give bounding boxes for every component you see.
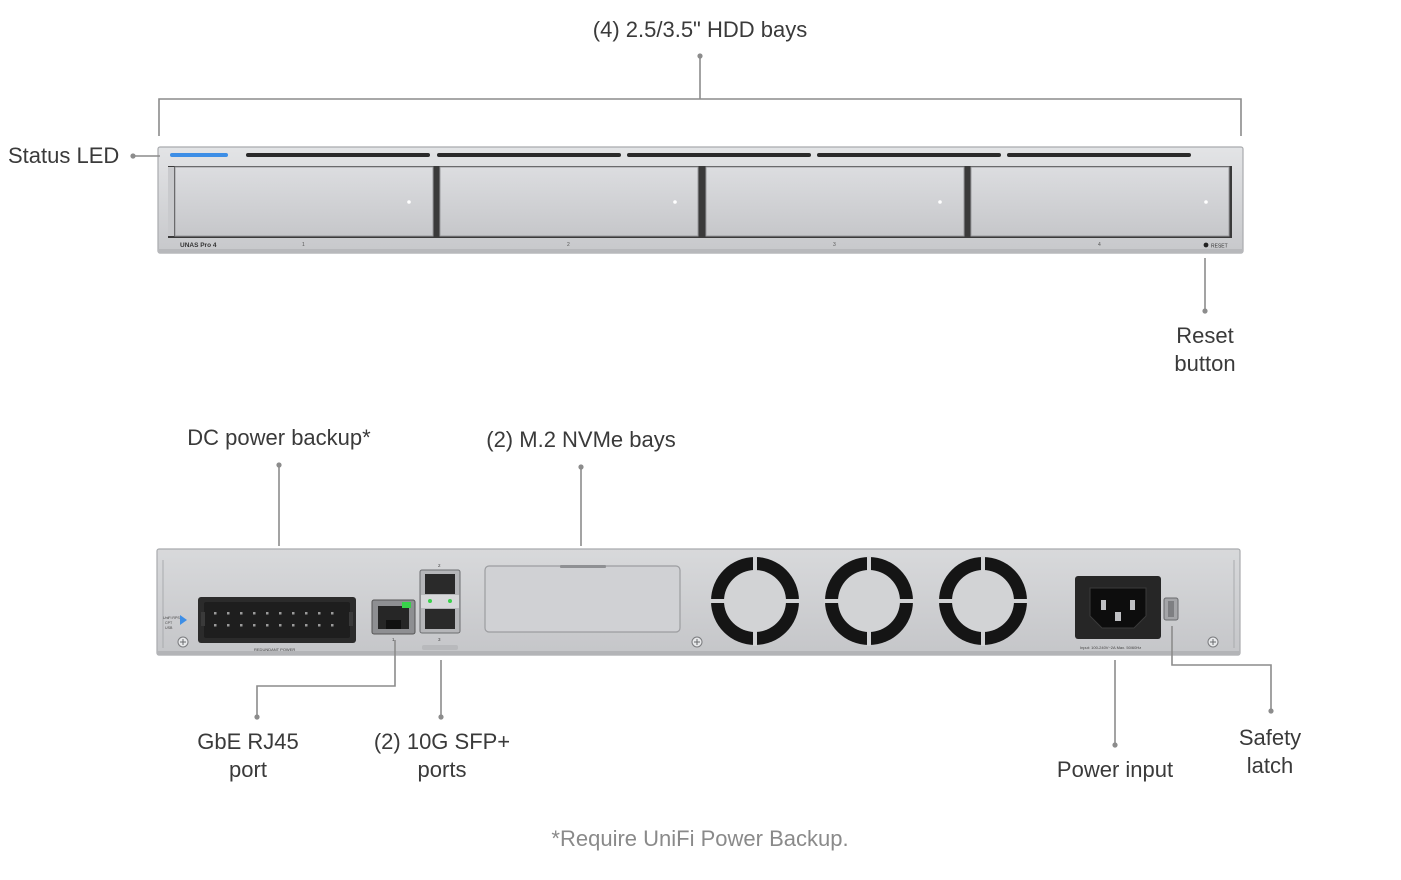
connector-pin	[253, 624, 256, 627]
power-spec-label: Input: 100-240V~2A Max. 50/60Hz	[1080, 645, 1141, 650]
dc-power-backup-callout: DC power backup*	[187, 425, 371, 450]
gbe-rj45-callout-line-2: port	[229, 757, 267, 782]
sfp-ports-callout-line-1: (2) 10G SFP+	[373, 729, 511, 754]
sfp-number-2: 2	[438, 563, 441, 568]
redundant-power-port[interactable]	[198, 597, 356, 643]
connector-pin	[305, 624, 308, 627]
m2-bay-cover[interactable]	[484, 565, 681, 633]
connector-pin	[214, 612, 217, 615]
rj45-port[interactable]	[371, 599, 416, 635]
bay-number-4: 4	[1098, 242, 1101, 248]
model-label: UNAS Pro 4	[180, 242, 217, 249]
rear-leader-dots	[254, 462, 1274, 748]
reset-button[interactable]	[1203, 242, 1209, 248]
status-led-leader	[130, 153, 160, 159]
drive-tray-4[interactable]	[970, 166, 1230, 237]
hdd-bays-callout: (4) 2.5/3.5" HDD bays	[592, 17, 808, 42]
connector-pin	[279, 624, 282, 627]
connector-pin	[292, 612, 295, 615]
m2-bays-callout: (2) M.2 NVMe bays	[486, 427, 676, 452]
fan-1	[710, 556, 800, 646]
mini-status-rps: UniFi RPS	[163, 616, 180, 620]
rear-panel: UniFi RPS CPT USB REDUNDANT POWER	[156, 548, 1241, 656]
front-panel: UNAS Pro 4 1 2 3 4 RESET	[157, 146, 1244, 254]
rj45-port-number: 1	[392, 637, 395, 642]
drive-trays	[168, 166, 1232, 238]
safety-latch-callout: Safety latch	[1239, 724, 1301, 780]
fan-2	[824, 556, 914, 646]
bay-number-2: 2	[567, 242, 570, 248]
power-input-callout: Power input	[1056, 757, 1174, 782]
sfp-port-2[interactable]	[425, 574, 455, 594]
front-vent-slots	[246, 153, 1191, 157]
gbe-rj45-callout: GbE RJ45 port	[197, 728, 299, 784]
connector-pin	[331, 624, 334, 627]
connector-pin	[305, 612, 308, 615]
footnote: *Require UniFi Power Backup.	[551, 826, 849, 851]
safety-latch-callout-line-1: Safety	[1238, 725, 1302, 750]
power-inlet[interactable]	[1075, 576, 1161, 639]
cooling-fans	[710, 556, 1028, 646]
connector-pin	[227, 612, 230, 615]
reset-button-callout-line-2: button	[1174, 351, 1236, 376]
reset-label: RESET	[1211, 244, 1228, 250]
hdd-bays-leader	[158, 57, 1242, 136]
reset-button-callout-line-1: Reset	[1176, 323, 1234, 348]
bay-number-3: 3	[833, 242, 836, 248]
status-led-callout: Status LED	[8, 143, 120, 168]
sfp-port-3[interactable]	[425, 609, 455, 629]
connector-pin	[266, 624, 269, 627]
drive-tray-1[interactable]	[174, 166, 434, 237]
connector-pin	[253, 612, 256, 615]
connector-pin	[292, 624, 295, 627]
sfp-cage	[419, 569, 461, 650]
connector-pin	[266, 612, 269, 615]
connector-pin	[214, 624, 217, 627]
safety-latch[interactable]	[1163, 597, 1179, 621]
rear-leaders	[256, 466, 1272, 744]
sfp-ports-callout: (2) 10G SFP+ ports	[374, 728, 510, 784]
connector-pin	[318, 612, 321, 615]
gbe-rj45-callout-line-1: GbE RJ45	[197, 729, 299, 754]
bay-number-1: 1	[302, 242, 305, 248]
fan-3	[938, 556, 1028, 646]
mini-status-cpt: CPT	[165, 621, 173, 625]
sfp-number-3: 3	[438, 637, 441, 642]
reset-button-callout: Reset button	[1174, 322, 1235, 378]
mini-status-usb: USB	[165, 626, 173, 630]
status-led	[170, 153, 228, 157]
hdd-bays-leader-dot	[697, 53, 703, 59]
connector-pin	[279, 612, 282, 615]
drive-tray-2[interactable]	[439, 166, 699, 237]
connector-pin	[227, 624, 230, 627]
connector-pin	[331, 612, 334, 615]
connector-pin	[240, 624, 243, 627]
connector-pin	[318, 624, 321, 627]
sfp-ports-callout-line-2: ports	[417, 757, 467, 782]
reset-leader	[1202, 258, 1208, 314]
safety-latch-callout-line-2: latch	[1246, 753, 1294, 778]
redundant-power-label: REDUNDANT POWER	[254, 647, 295, 652]
connector-pin	[240, 612, 243, 615]
drive-tray-3[interactable]	[705, 166, 965, 237]
